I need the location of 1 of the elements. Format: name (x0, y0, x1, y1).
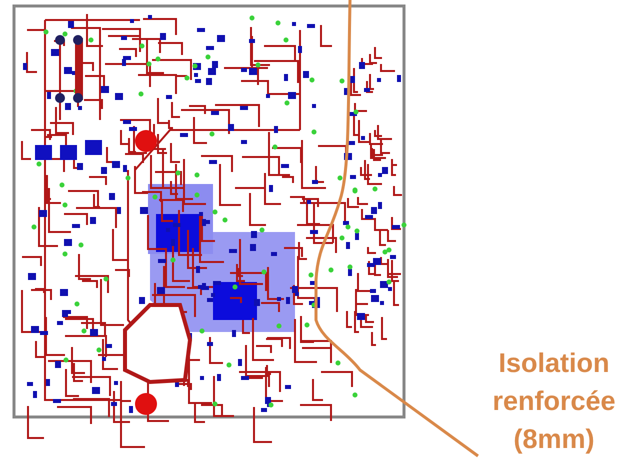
isolation-note: Isolation renforcée (8mm) (491, 347, 617, 456)
